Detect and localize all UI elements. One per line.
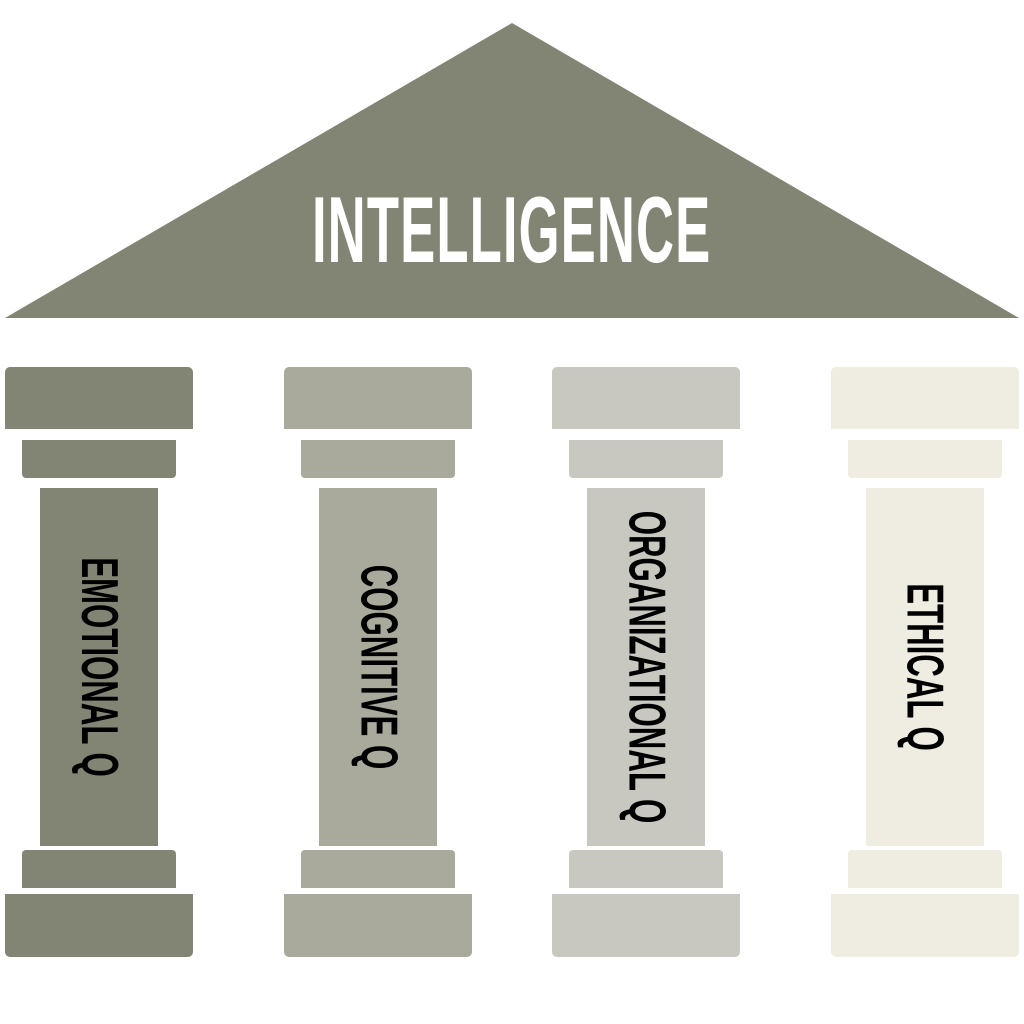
- pillar-shaft: ORGANIZATIONAL Q: [587, 488, 705, 846]
- pillar-capital-top: [284, 367, 472, 429]
- pillar-plinth: [301, 850, 455, 888]
- pillar-capital-bottom: [301, 440, 455, 478]
- pillar-plinth: [848, 850, 1002, 888]
- pillar-base: [831, 894, 1019, 957]
- pillar-shaft: ETHICAL Q: [866, 488, 984, 846]
- pillar-cognitive: COGNITIVE Q: [284, 0, 472, 1024]
- pillar-capital-top: [831, 367, 1019, 429]
- pillar-label: EMOTIONAL Q: [70, 557, 128, 777]
- pillar-ethical: ETHICAL Q: [831, 0, 1019, 1024]
- pillar-capital-top: [552, 367, 740, 429]
- pillar-label: ETHICAL Q: [896, 583, 954, 751]
- pillar-capital-top: [5, 367, 193, 429]
- pillar-plinth: [22, 850, 176, 888]
- roof-triangle: [5, 23, 1019, 318]
- pillar-label: ORGANIZATIONAL Q: [617, 510, 676, 824]
- pillar-plinth: [569, 850, 723, 888]
- roof-title-container: INTELLIGENCE: [0, 180, 1024, 280]
- pillar-shaft: COGNITIVE Q: [319, 488, 437, 846]
- pillar-label: COGNITIVE Q: [349, 564, 408, 770]
- pillar-base: [5, 894, 193, 957]
- pillar-base: [552, 894, 740, 957]
- roof-title: INTELLIGENCE: [312, 177, 712, 282]
- pillar-shaft: EMOTIONAL Q: [40, 488, 158, 846]
- pillar-emotional: EMOTIONAL Q: [5, 0, 193, 1024]
- pillar-organizational: ORGANIZATIONAL Q: [552, 0, 740, 1024]
- pillar-base: [284, 894, 472, 957]
- pillar-capital-bottom: [848, 440, 1002, 478]
- pillar-capital-bottom: [569, 440, 723, 478]
- pillar-capital-bottom: [22, 440, 176, 478]
